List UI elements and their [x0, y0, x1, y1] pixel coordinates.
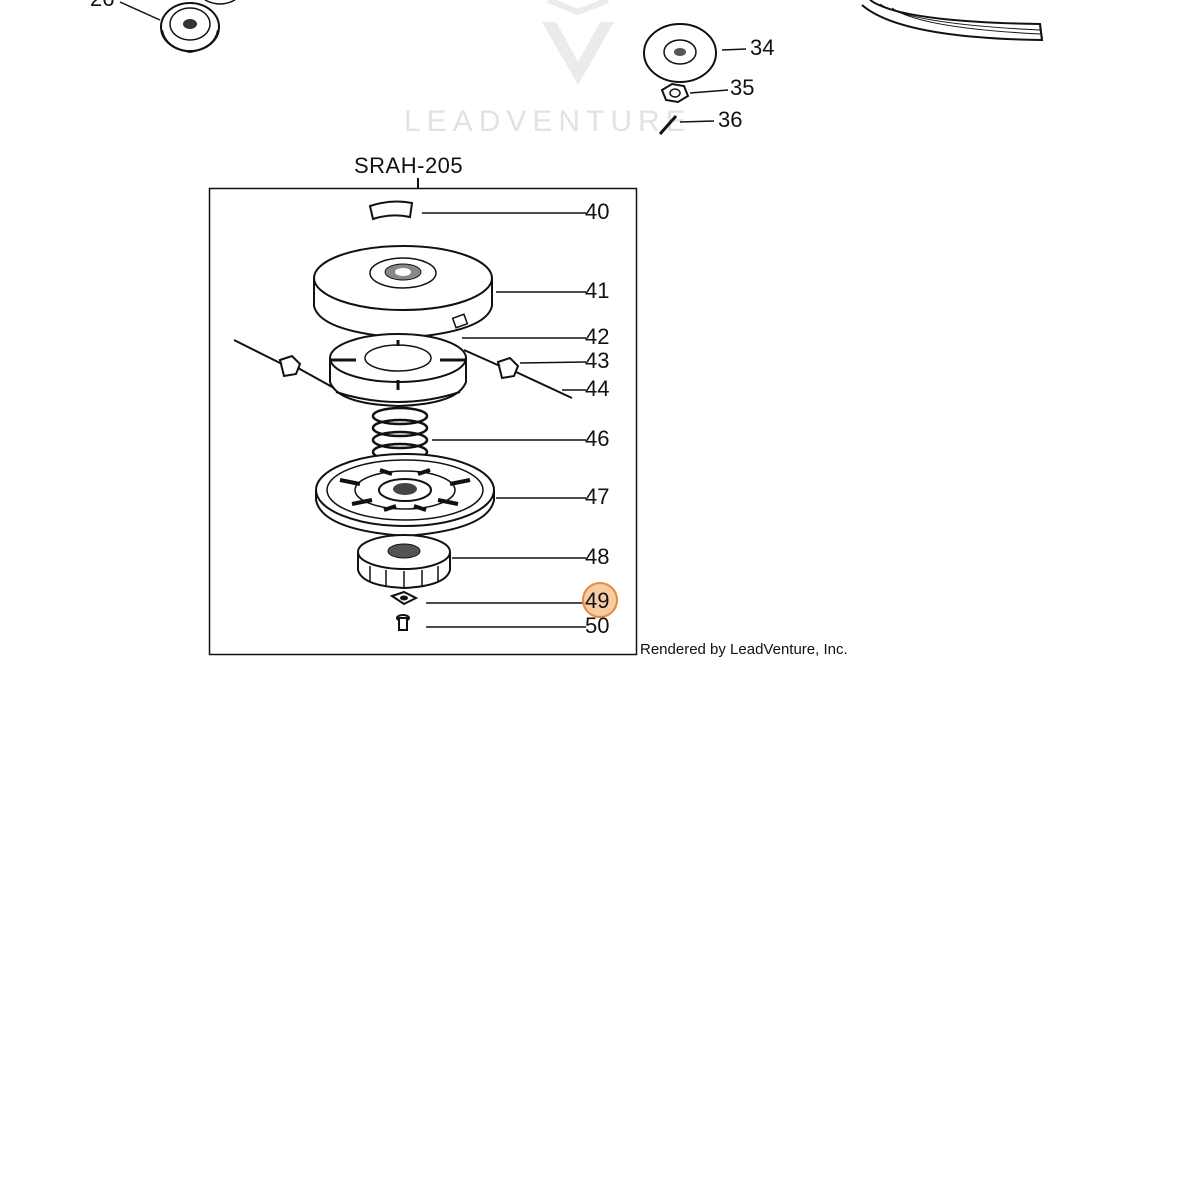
callout-44[interactable]: 44 — [585, 376, 609, 401]
watermark-brand: LEADVENTURE — [404, 105, 692, 138]
callout-40[interactable]: 40 — [585, 199, 609, 224]
callout-47[interactable]: 47 — [585, 484, 609, 509]
callout-35[interactable]: 35 — [730, 75, 754, 100]
callout-50[interactable]: 50 — [585, 613, 609, 638]
watermark-logo-icon — [542, 22, 614, 85]
part-35-nut[interactable]: 35 — [660, 75, 754, 104]
callout-49[interactable]: 49 — [585, 588, 609, 613]
callout-46[interactable]: 46 — [585, 426, 609, 451]
part-26-drawing: 26 — [90, 0, 236, 54]
watermark-logo-top-icon — [546, 0, 610, 16]
part-36-pin[interactable]: 36 — [658, 107, 742, 135]
callout-26-cropped: 26 — [90, 0, 114, 11]
part-41-housing[interactable]: 41 — [313, 245, 609, 340]
callout-41[interactable]: 41 — [585, 278, 609, 303]
part-47-base-plate[interactable]: 47 — [315, 453, 609, 538]
part-34-washer[interactable]: 34 — [643, 23, 774, 83]
callout-48[interactable]: 48 — [585, 544, 609, 569]
part-40-cover-tag[interactable]: 40 — [368, 199, 609, 224]
part-49-washer[interactable]: 49 — [389, 582, 618, 618]
watermark: LEADVENTURE — [404, 0, 692, 138]
assembly-frame — [208, 187, 638, 656]
part-48-knob[interactable]: 48 — [357, 534, 609, 590]
part-50-screw[interactable]: 50 — [396, 613, 609, 638]
part-46-spring[interactable]: 46 — [371, 406, 609, 462]
part-44-trimmer-line[interactable]: 44 — [233, 339, 609, 401]
callout-34[interactable]: 34 — [750, 35, 774, 60]
callout-42[interactable]: 42 — [585, 324, 609, 349]
footer-credit: Rendered by LeadVenture, Inc. — [640, 641, 848, 658]
assembly-title: SRAH-205 — [354, 153, 463, 178]
callout-43[interactable]: 43 — [585, 348, 609, 373]
callout-36[interactable]: 36 — [718, 107, 742, 132]
callout-49-highlight[interactable] — [582, 582, 618, 618]
part-42-spool[interactable]: 42 — [329, 324, 609, 408]
shaft-tube-drawing — [861, 0, 1044, 42]
